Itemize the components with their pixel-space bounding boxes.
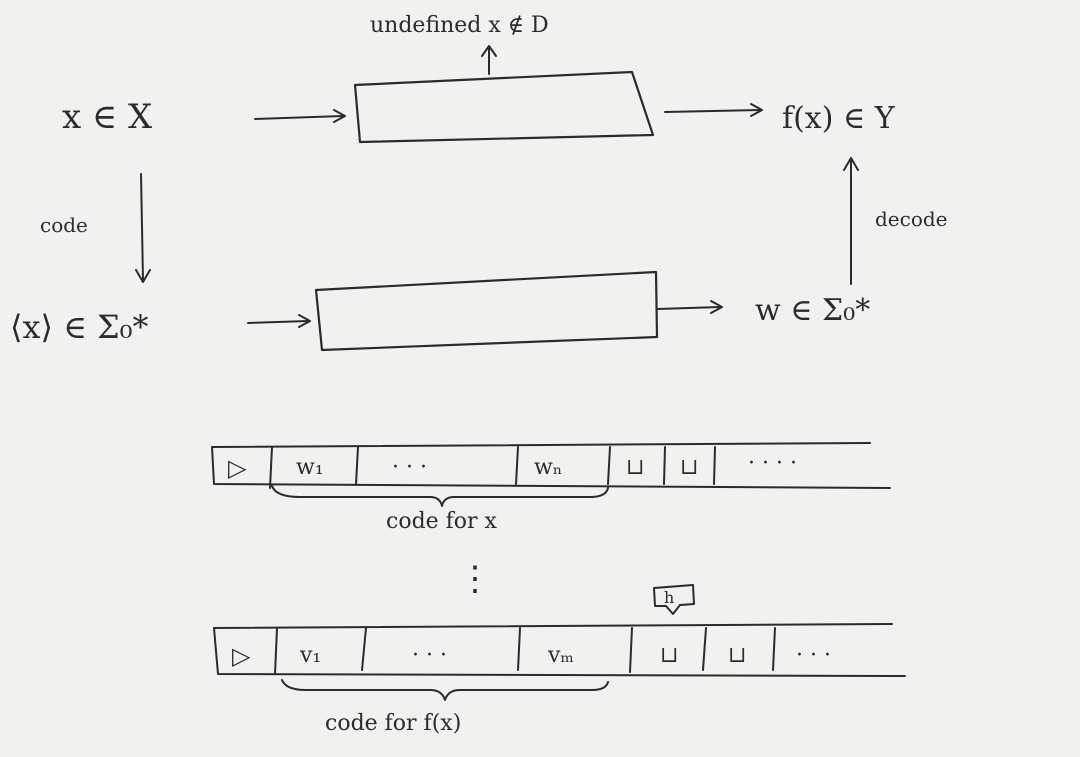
- tape-cell: · · ·: [796, 643, 831, 668]
- output-code-brace: [281, 679, 609, 701]
- tape-cell: ▷: [228, 454, 247, 482]
- tape-cell: wₙ: [534, 455, 562, 480]
- tape-cell: vₘ: [547, 643, 574, 668]
- input-tape-cell-dividers: [269, 446, 716, 489]
- tape-cell: · · ·: [412, 643, 447, 668]
- input-x-label: x ∈ X: [62, 97, 153, 137]
- input-code-brace: [271, 485, 609, 507]
- tape-cell: ▷: [232, 642, 251, 670]
- tape-cell: · · · ·: [748, 451, 797, 476]
- code-label: code: [40, 213, 88, 237]
- tape-cell: v₁: [299, 643, 321, 668]
- tape-cell: w₁: [296, 455, 324, 480]
- output-fx-label: f(x) ∈ Y: [782, 101, 896, 136]
- output-tape-cells: ▷ v₁ · · · vₘ ⊔ ⊔ · · ·: [232, 642, 831, 670]
- head-label: h: [664, 588, 674, 607]
- output-brace-label: code for f(x): [325, 711, 461, 736]
- input-tape-cells: ▷ w₁ · · · wₙ ⊔ ⊔ · · · ·: [228, 451, 797, 482]
- bottom-machine-box: [314, 270, 659, 352]
- code-arrow: [135, 173, 151, 283]
- decode-arrow: [843, 157, 859, 285]
- tape-cell: ⊔: [680, 455, 698, 480]
- input-arrow-bottom: [247, 314, 311, 328]
- output-arrow-bottom: [657, 300, 723, 314]
- output-tape-outline: [213, 623, 906, 677]
- output-tape-cell-dividers: [274, 627, 776, 675]
- input-arrow-top: [254, 109, 346, 123]
- coded-output-label: w ∈ Σ₀*: [755, 293, 870, 328]
- input-brace-label: code for x: [386, 509, 498, 534]
- tape-cell: · · ·: [392, 455, 427, 480]
- tape-cell: ⊔: [626, 455, 644, 480]
- tape-cell: ⊔: [728, 643, 746, 668]
- undefined-arrow: [481, 45, 497, 75]
- tape-cell: ⊔: [660, 643, 678, 668]
- coded-input-label: ⟨x⟩ ∈ Σ₀*: [10, 308, 149, 346]
- output-arrow-top: [664, 103, 763, 117]
- top-machine-box: [353, 70, 655, 144]
- input-tape-outline: [211, 442, 891, 489]
- vertical-dots: ⋮: [458, 559, 492, 599]
- undefined-label: undefined x ∉ D: [370, 13, 549, 38]
- tape-head-marker: h: [653, 584, 695, 615]
- decode-label: decode: [875, 207, 948, 231]
